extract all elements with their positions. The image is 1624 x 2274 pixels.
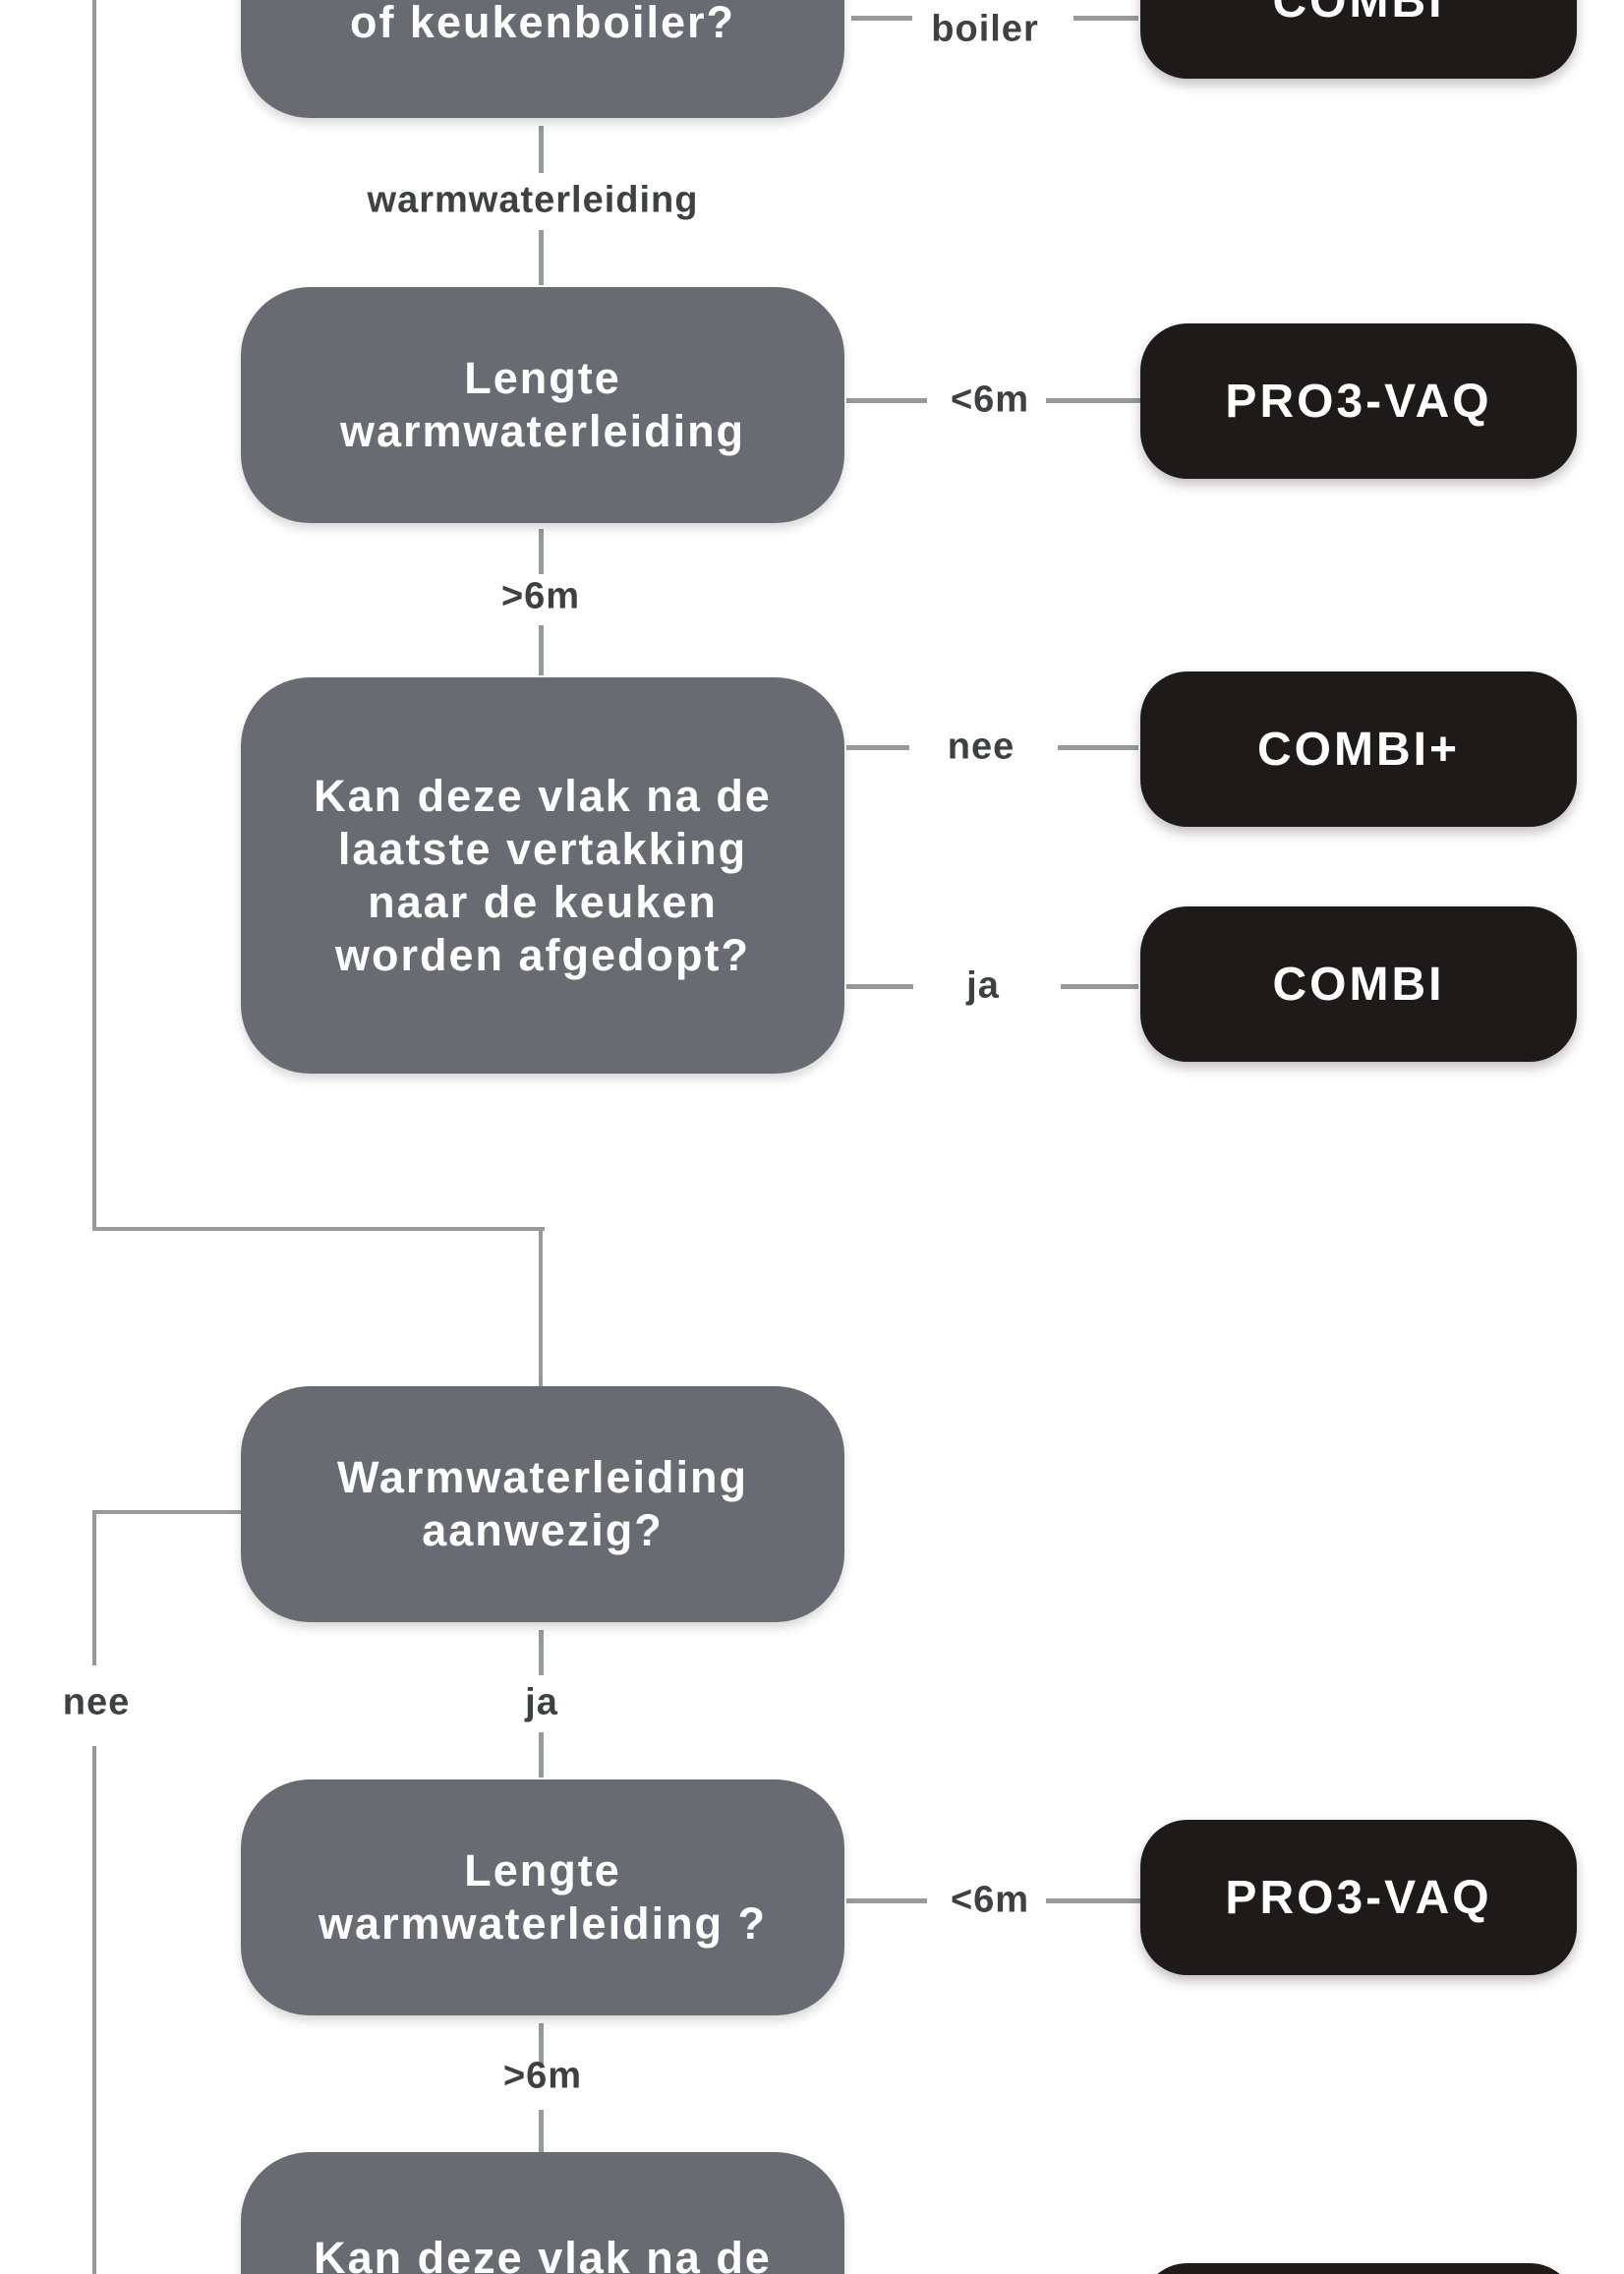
edge-label-nee-2: nee	[62, 1681, 131, 1723]
result-box-text: COMBI+	[1256, 723, 1460, 776]
connector-dash	[539, 230, 544, 285]
connector-elbow-vertical	[539, 1227, 543, 1388]
connector-ja1-right	[1061, 984, 1138, 989]
result-box-pro3vaq-2: PRO3-VAQ	[1140, 1820, 1577, 1975]
result-box-combiplus: COMBI+	[1140, 671, 1577, 827]
connector-dash	[539, 2023, 544, 2065]
decision-box-text: of keukenboiler?	[349, 0, 736, 47]
result-box-text: PRO3-VAQ	[1225, 1871, 1492, 1924]
connector-nee-vertical-upper	[92, 1510, 96, 1665]
result-box-bottom-partial	[1140, 2263, 1577, 2274]
connector-dash	[539, 1630, 544, 1675]
connector-dash	[539, 625, 544, 675]
decision-box-keukenboiler-partial: of keukenboiler?	[241, 0, 844, 118]
connector-boiler-left	[851, 16, 912, 21]
result-box-combi-top: COMBI	[1140, 0, 1577, 79]
connector-boiler-right	[1073, 16, 1138, 21]
edge-label-gt6m-1: >6m	[500, 575, 581, 617]
connector-lt6m1-left	[846, 398, 927, 403]
decision-box-lengte-warmwaterleiding-2: Lengte warmwaterleiding ?	[241, 1779, 844, 2015]
connector-nee-horizontal	[94, 1510, 244, 1514]
edge-label-ja-1: ja	[966, 964, 1000, 1007]
connector-lt6m2-right	[1046, 1898, 1140, 1903]
edge-label-ja-2: ja	[525, 1681, 558, 1723]
edge-label-lt6m-1: <6m	[950, 379, 1030, 421]
decision-box-text: Warmwaterleiding aanwezig?	[337, 1452, 748, 1555]
decision-box-text: Kan deze vlak na de	[314, 2233, 772, 2274]
decision-box-text: Lengte warmwaterleiding	[339, 353, 746, 456]
connector-elbow-horizontal	[92, 1227, 545, 1231]
connector-dash	[539, 1732, 544, 1778]
connector-dash	[539, 529, 544, 574]
connector-lt6m1-right	[1046, 398, 1140, 403]
edge-label-gt6m-2: >6m	[502, 2055, 583, 2097]
connector-ja1-left	[846, 984, 913, 989]
result-box-text: COMBI	[1272, 0, 1445, 28]
decision-box-warmwaterleiding-aanwezig: Warmwaterleiding aanwezig?	[241, 1386, 844, 1622]
decision-box-text: Kan deze vlak na de laatste vertakking n…	[314, 770, 772, 980]
decision-box-afdoppen-1: Kan deze vlak na de laatste vertakking n…	[241, 677, 844, 1074]
connector-lt6m2-left	[846, 1898, 927, 1903]
connector-nee1-right	[1058, 745, 1138, 750]
edge-label-nee-1: nee	[947, 726, 1015, 768]
edge-label-warmwaterleiding: warmwaterleiding	[367, 179, 699, 221]
result-box-pro3vaq-1: PRO3-VAQ	[1140, 323, 1577, 479]
connector-left-rail-top	[92, 0, 96, 1231]
decision-box-text: Lengte warmwaterleiding ?	[318, 1845, 768, 1949]
result-box-text: PRO3-VAQ	[1225, 375, 1492, 428]
decision-box-lengte-warmwaterleiding-1: Lengte warmwaterleiding	[241, 287, 844, 523]
connector-nee-vertical-lower	[92, 1746, 96, 2274]
edge-label-lt6m-2: <6m	[950, 1879, 1030, 1921]
edge-label-boiler: boiler	[931, 8, 1039, 50]
connector-nee1-left	[846, 745, 909, 750]
connector-dash	[539, 126, 544, 173]
result-box-combi-2: COMBI	[1140, 906, 1577, 1062]
decision-box-afdoppen-2-partial: Kan deze vlak na de	[241, 2152, 844, 2274]
connector-dash	[539, 2110, 544, 2152]
result-box-text: COMBI	[1272, 958, 1445, 1011]
